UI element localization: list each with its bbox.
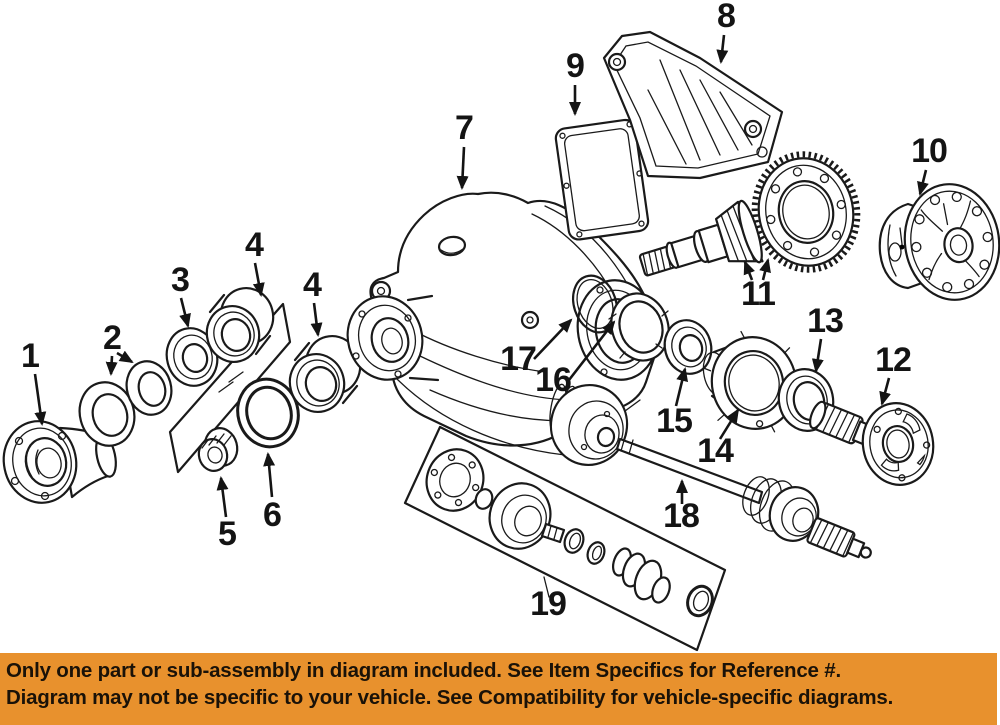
callout-9: 9	[566, 47, 585, 116]
callout-8: 8	[716, 0, 736, 64]
svg-text:15: 15	[656, 402, 692, 440]
svg-text:11: 11	[741, 275, 775, 313]
part-10-differential-case	[878, 183, 1000, 301]
part-8-cover	[602, 30, 784, 180]
part-5-spacer	[197, 427, 239, 472]
part-12-output-flange	[809, 400, 935, 486]
svg-text:12: 12	[875, 341, 911, 379]
part-19-cv-boot-kit	[403, 425, 727, 652]
disclaimer-line-2: Diagram may not be specific to your vehi…	[6, 686, 894, 709]
part-1-drive-flange	[2, 420, 117, 504]
callout-5: 5	[216, 476, 237, 553]
svg-text:9: 9	[566, 47, 584, 85]
callouts: 1 2 3 4 4	[21, 0, 948, 623]
svg-text:18: 18	[663, 497, 699, 535]
part-6-seal-ring	[236, 377, 300, 449]
part-18-axle-shaft	[549, 383, 872, 559]
part-11-ring-and-pinion	[638, 151, 861, 277]
svg-text:4: 4	[245, 226, 264, 264]
callout-12: 12	[875, 341, 912, 406]
svg-text:10: 10	[911, 132, 947, 170]
callout-19: 19	[530, 576, 567, 623]
svg-text:13: 13	[807, 302, 843, 340]
callout-2: 2	[103, 319, 134, 376]
callout-11: 11	[741, 258, 776, 313]
svg-text:1: 1	[21, 337, 39, 375]
callout-4-front: 4	[245, 226, 265, 297]
callout-14: 14	[697, 408, 740, 470]
callout-4-rear: 4	[303, 266, 323, 337]
callout-15: 15	[656, 367, 693, 440]
disclaimer-line-1: Only one part or sub-assembly in diagram…	[6, 659, 841, 682]
part-4-bearing-front	[205, 287, 275, 363]
part-15-seal	[663, 319, 713, 375]
svg-text:4: 4	[303, 266, 322, 304]
svg-text:3: 3	[171, 261, 189, 299]
part-2-seal-rings	[78, 360, 173, 447]
callout-3: 3	[171, 261, 191, 328]
svg-text:16: 16	[535, 361, 571, 399]
part-16-retaining-ring	[608, 292, 670, 362]
svg-text:6: 6	[263, 496, 281, 534]
callout-10: 10	[911, 132, 948, 196]
svg-text:19: 19	[530, 585, 566, 623]
diagram-stage: 1 2 3 4 4	[2, 0, 1000, 652]
svg-text:5: 5	[218, 515, 236, 553]
callout-16: 16	[535, 320, 616, 399]
callout-6: 6	[263, 452, 282, 534]
disclaimer-banner: Only one part or sub-assembly in diagram…	[0, 653, 997, 725]
callout-1: 1	[21, 337, 47, 426]
callout-17: 17	[500, 318, 573, 378]
exploded-parts-diagram: 1 2 3 4 4	[2, 0, 1000, 652]
part-4-bearing-rear	[288, 335, 362, 413]
svg-text:8: 8	[717, 0, 735, 35]
svg-text:7: 7	[455, 109, 473, 147]
callout-7: 7	[455, 109, 474, 190]
callout-18: 18	[663, 479, 700, 535]
svg-text:2: 2	[103, 319, 121, 357]
svg-text:14: 14	[697, 432, 734, 470]
callout-13: 13	[807, 302, 844, 373]
svg-text:17: 17	[500, 340, 536, 378]
